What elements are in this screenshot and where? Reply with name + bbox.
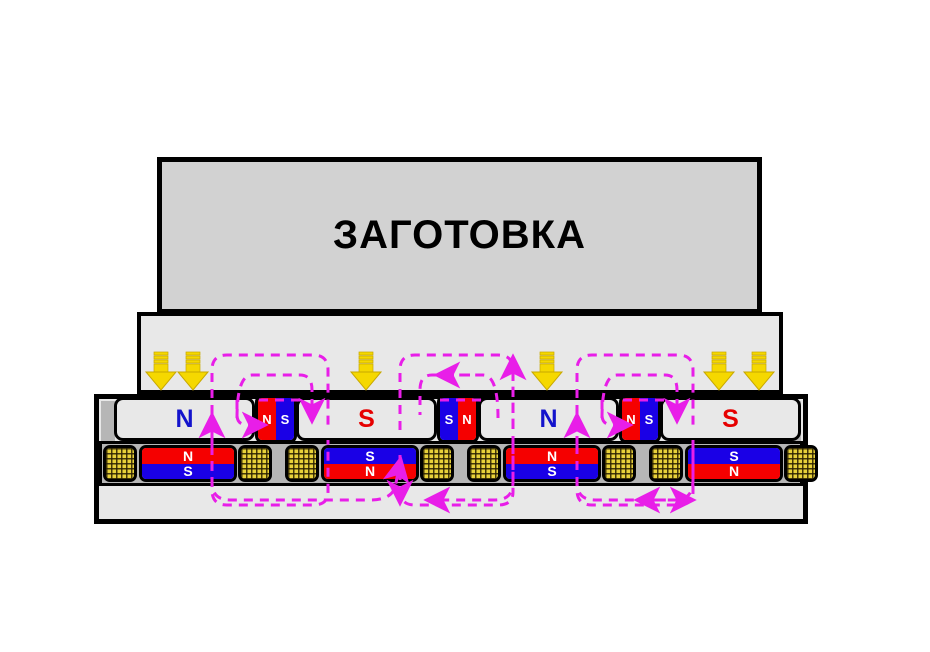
coil-8 [784, 445, 818, 482]
pole-block-4: S [660, 397, 801, 441]
coil-4 [420, 445, 454, 482]
magnet-pole-bottom: N [324, 463, 416, 479]
coil-5 [467, 445, 501, 482]
lower-magnet-1: N S [139, 445, 237, 482]
magnet-pole-top: N [506, 448, 598, 464]
magnet-pole-right: N [458, 398, 476, 440]
upper-magnet-1: N S [255, 395, 297, 443]
magnet-pole-bottom: S [142, 463, 234, 479]
pole-label: S [358, 404, 375, 433]
middle-plate [137, 312, 783, 394]
lower-magnet-3: N S [503, 445, 601, 482]
magnet-pole-bottom: N [688, 463, 780, 479]
lower-magnet-2: S N [321, 445, 419, 482]
magnet-pole-left: S [440, 398, 458, 440]
magnet-pole-left: N [258, 398, 276, 440]
workpiece-block: ЗАГОТОВКА [157, 157, 762, 314]
magnet-pole-left: N [622, 398, 640, 440]
magnet-pole-right: S [276, 398, 294, 440]
lower-magnet-4: S N [685, 445, 783, 482]
housing-left-shade [101, 401, 115, 441]
coil-7 [649, 445, 683, 482]
pole-block-2: S [296, 397, 437, 441]
upper-magnet-3: N S [619, 395, 661, 443]
magnet-pole-bottom: S [506, 463, 598, 479]
coil-2 [238, 445, 272, 482]
pole-label: N [175, 404, 194, 433]
magnet-pole-top: S [324, 448, 416, 464]
pole-label: S [722, 404, 739, 433]
magnet-pole-top: N [142, 448, 234, 464]
coil-6 [602, 445, 636, 482]
pole-label: N [539, 404, 558, 433]
pole-block-1: N [114, 397, 255, 441]
pole-block-3: N [478, 397, 619, 441]
coil-1 [103, 445, 137, 482]
upper-magnet-2: S N [437, 395, 479, 443]
magnet-pole-top: S [688, 448, 780, 464]
coil-3 [285, 445, 319, 482]
magnet-pole-right: S [640, 398, 658, 440]
workpiece-label: ЗАГОТОВКА [333, 213, 586, 257]
